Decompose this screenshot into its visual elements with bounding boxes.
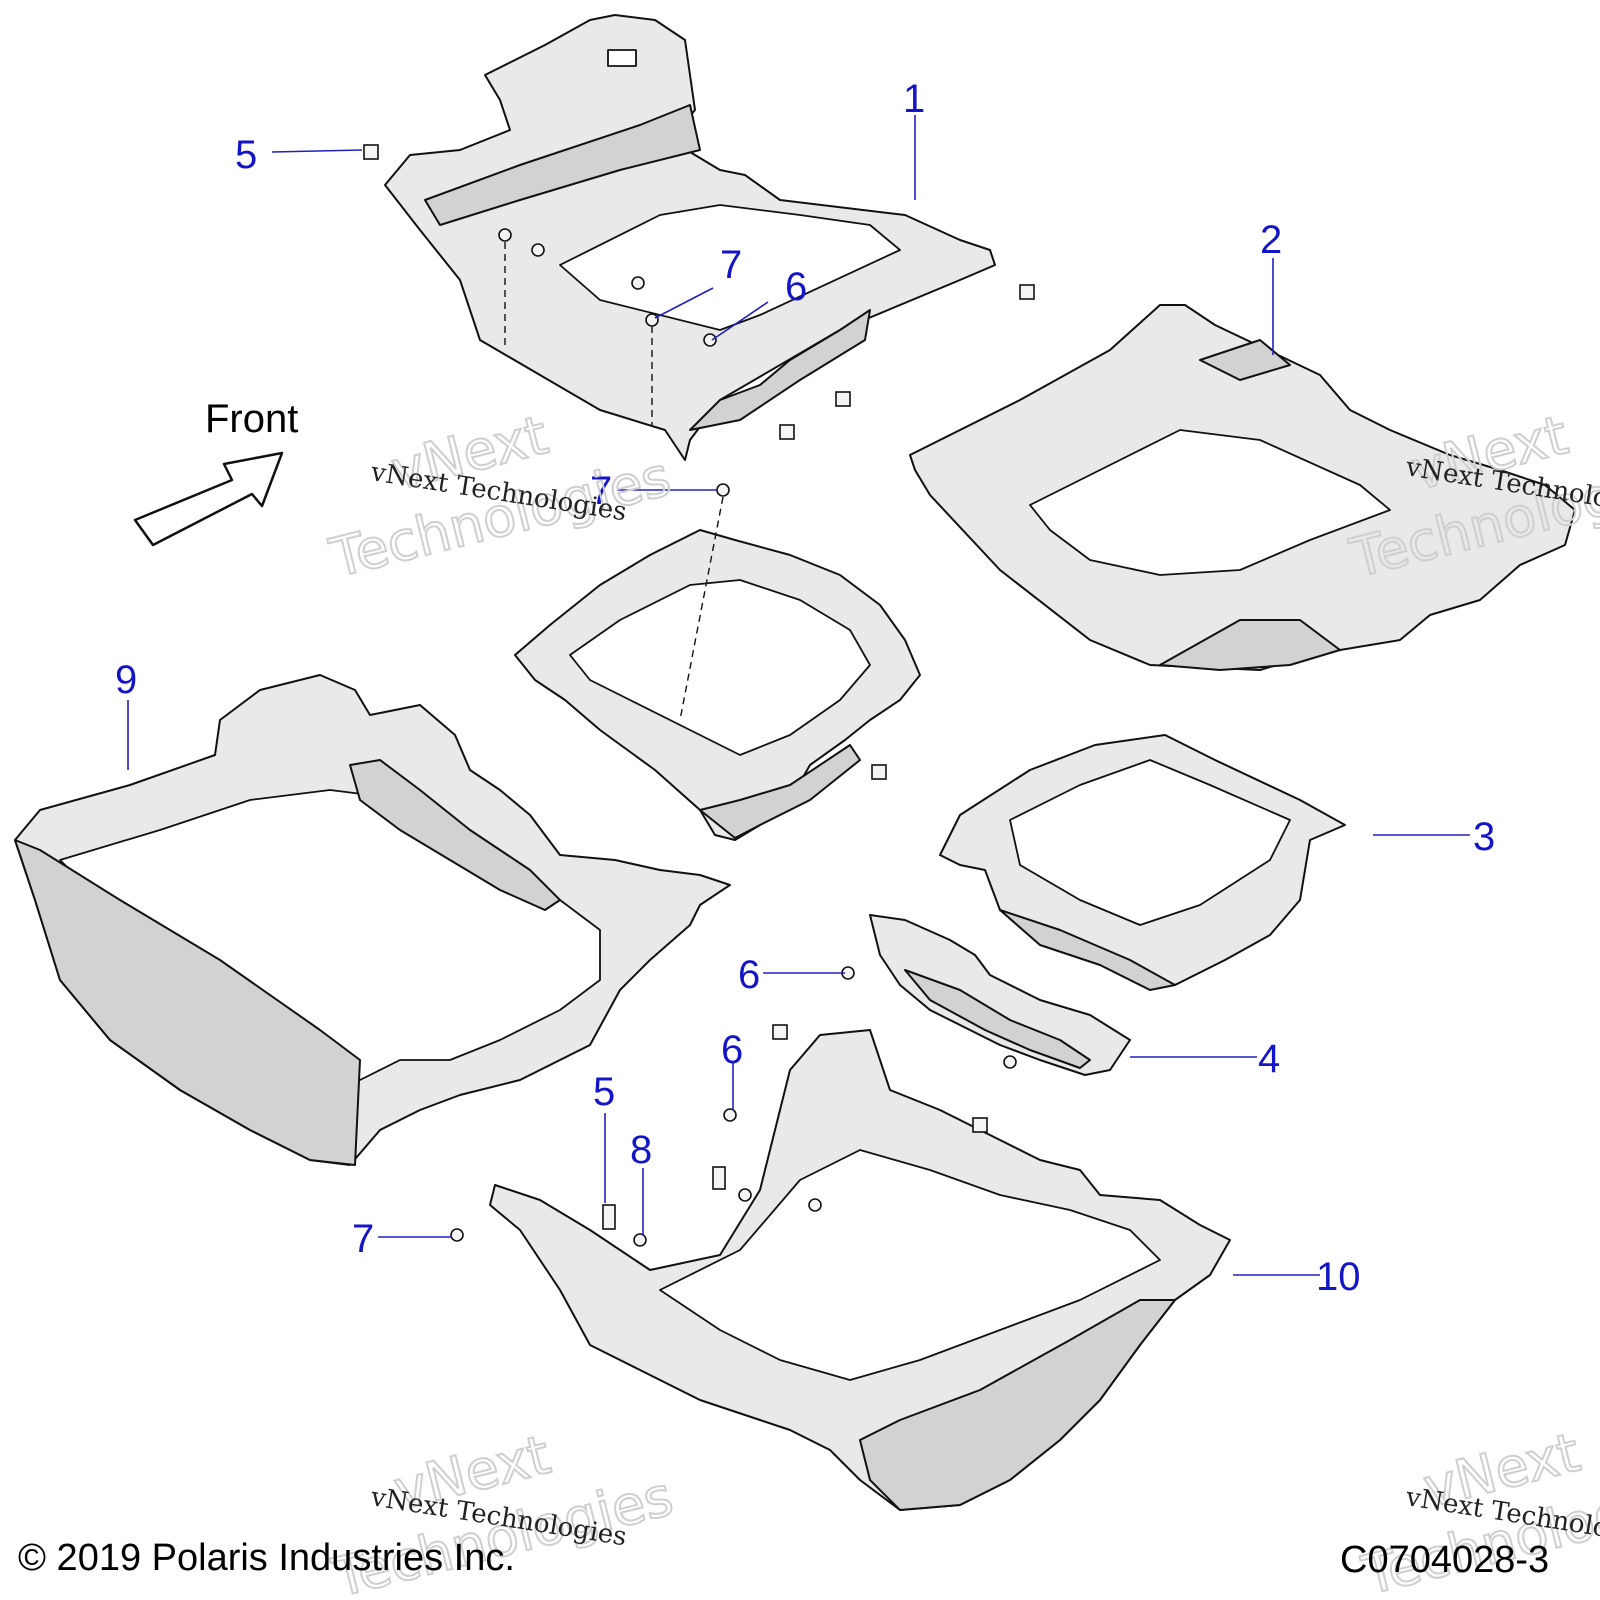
- callout-3: 3: [1473, 815, 1495, 859]
- callout-6: 6: [738, 953, 760, 997]
- screw-icon: [531, 243, 545, 257]
- screw-icon: [703, 333, 717, 347]
- callout-2: 2: [1260, 218, 1282, 262]
- nut-icon: [779, 424, 795, 440]
- copyright: © 2019 Polaris Industries Inc.: [18, 1537, 515, 1579]
- nut-icon: [1019, 284, 1035, 300]
- leaders: [127, 115, 1470, 1276]
- clip-icon: [602, 1204, 616, 1230]
- callout-1: 1: [903, 77, 925, 121]
- screw-icon: [498, 228, 512, 242]
- screw-icon: [633, 1233, 647, 1247]
- nut-icon: [363, 144, 379, 160]
- hardware: [363, 144, 1035, 1247]
- callouts: 1 5 2 7 6 7 9 3 6 4 6 5 8 7 10: [115, 77, 1495, 1299]
- callout-9: 9: [115, 658, 137, 702]
- part-9-large-tub: [14, 674, 731, 1166]
- center-tub: [514, 529, 921, 841]
- screw-icon: [723, 1108, 737, 1122]
- callout-10: 10: [1316, 1255, 1361, 1299]
- clip-icon: [712, 1166, 726, 1190]
- part-3-storage-tub: [939, 734, 1346, 991]
- front-label: Front: [205, 397, 298, 441]
- screw-icon: [1003, 1055, 1017, 1069]
- part-1-floor-panel: [384, 14, 996, 461]
- part-4-bracket: [869, 914, 1131, 1076]
- screw-icon: [645, 313, 659, 327]
- callout-7: 7: [590, 469, 612, 513]
- callout-6: 6: [785, 265, 807, 309]
- part-2-floor-panel: [909, 304, 1576, 671]
- callout-6: 6: [721, 1028, 743, 1072]
- front-arrow: Front: [133, 397, 298, 547]
- drawing-code: C0704028-3: [1340, 1539, 1549, 1581]
- callout-8: 8: [630, 1128, 652, 1172]
- callout-4: 4: [1258, 1037, 1280, 1081]
- callout-7: 7: [352, 1217, 374, 1261]
- screw-icon: [716, 483, 730, 497]
- part-10-front-tub: [489, 1029, 1231, 1511]
- screw-icon: [450, 1228, 464, 1242]
- arrow-icon: [133, 451, 284, 547]
- nut-icon: [871, 764, 887, 780]
- nut-icon: [835, 391, 851, 407]
- screw-icon: [808, 1198, 822, 1212]
- nut-icon: [972, 1117, 988, 1133]
- callout-5: 5: [235, 133, 257, 177]
- screw-icon: [631, 276, 645, 290]
- callout-5: 5: [593, 1070, 615, 1114]
- screw-icon: [738, 1188, 752, 1202]
- nut-icon: [772, 1024, 788, 1040]
- callout-7: 7: [720, 243, 742, 287]
